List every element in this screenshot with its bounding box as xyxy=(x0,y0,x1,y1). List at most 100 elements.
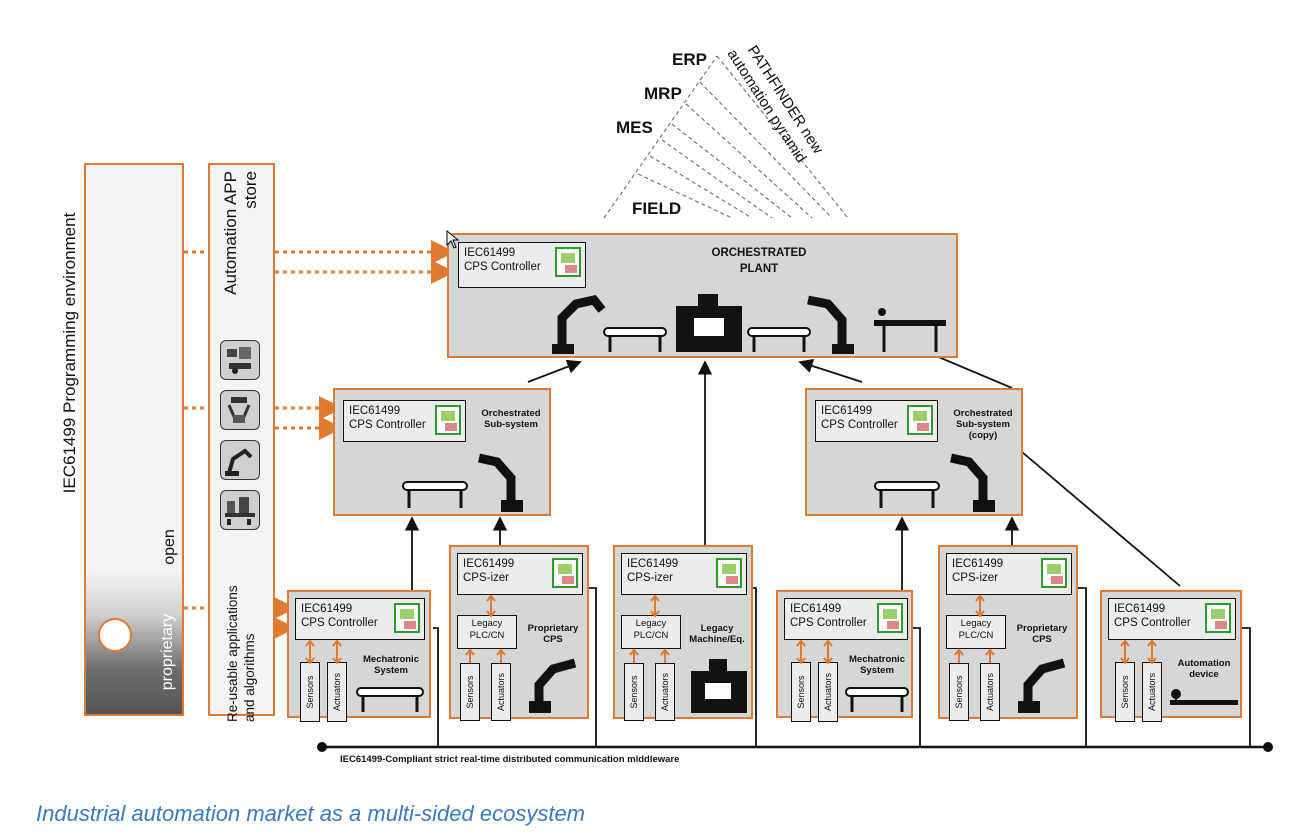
controller-icon xyxy=(552,558,578,588)
controller-icon xyxy=(1041,558,1067,588)
prop2-ctrl-line1: IEC61499 xyxy=(952,558,1004,570)
automation-device-sensors-label: Sensors xyxy=(1120,675,1130,709)
legacy-machine-plc: Legacy PLC/CN xyxy=(621,615,681,649)
automation-device: IEC61499 CPS Controller Sensors Actuator… xyxy=(1100,590,1242,722)
robot-arm-icon xyxy=(529,658,577,713)
legacy-machine-title-line1: Legacy xyxy=(700,623,734,634)
mech2-sensors: Sensors xyxy=(791,662,811,722)
app-tile-4[interactable] xyxy=(220,490,260,530)
legacy-machine-actuators: Actuators xyxy=(655,663,675,721)
legacy-machine-ctrl-line2: CPS-izer xyxy=(627,572,674,584)
hierarchy-arrows xyxy=(322,349,1268,749)
app-tile-2[interactable] xyxy=(220,390,260,430)
prop1-io-arrows xyxy=(465,595,506,663)
prop1-ctrl-line2: CPS-izer xyxy=(463,572,510,584)
subsystem-right-ctrl-line2: CPS Controller xyxy=(821,419,898,431)
linear-axis-icon xyxy=(1170,689,1238,705)
mech2-ctrl-line1: IEC61499 xyxy=(790,603,842,615)
plant-cps-controller[interactable]: IEC61499 CPS Controller xyxy=(458,242,586,288)
mech2-cps-controller[interactable]: IEC61499 CPS Controller xyxy=(784,598,908,640)
subsystem-right-title-line2: Sub-system xyxy=(956,419,1010,430)
legacy-machine: IEC61499 CPS-izer Legacy PLC/CN Sensors … xyxy=(613,545,753,721)
app-store-title: Automation APP store xyxy=(221,171,261,331)
subsystem-left-title-line2: Sub-system xyxy=(484,419,538,430)
prop2-sensors: Sensors xyxy=(949,663,969,721)
mech2-io-arrows xyxy=(796,640,833,664)
mech1-ctrl-line2: CPS Controller xyxy=(301,617,378,629)
mechatronic-system-1: IEC61499 CPS Controller Sensors Actuator… xyxy=(287,590,431,722)
automation-device-actuators: Actuators xyxy=(1142,662,1162,722)
mech1-ctrl-line1: IEC61499 xyxy=(301,603,353,615)
proprietary-cps-1: IEC61499 CPS-izer Legacy PLC/CN Sensors … xyxy=(449,545,589,721)
mech1-title-line2: System xyxy=(374,665,408,676)
prop1-cps-izer[interactable]: IEC61499 CPS-izer xyxy=(457,553,583,595)
erp-label: ERP xyxy=(672,50,707,69)
prop2-legacy-line2: PLC/CN xyxy=(958,630,994,641)
production-line-icon xyxy=(225,497,255,525)
mech2-title: Mechatronic System xyxy=(840,654,914,676)
prop1-title-line1: Proprietary xyxy=(527,623,579,634)
mech1-title: Mechatronic System xyxy=(351,654,431,676)
automation-device-title-line2: device xyxy=(1189,669,1219,680)
automation-device-io-arrows xyxy=(1120,640,1157,664)
orchestrated-plant: IEC61499 CPS Controller ORCHESTRATED PLA… xyxy=(447,233,958,358)
legacy-machine-io-arrows xyxy=(629,595,670,663)
orchestrated-subsystem-right: IEC61499 CPS Controller Orchestrated Sub… xyxy=(805,388,1023,516)
subsystem-left-title: Orchestrated Sub-system xyxy=(471,408,551,430)
mech2-title-line1: Mechatronic xyxy=(849,654,905,665)
prop1-title: Proprietary CPS xyxy=(517,623,589,645)
controller-icon xyxy=(1205,603,1231,633)
mech1-sensors: Sensors xyxy=(300,662,320,722)
prop2-cps-izer[interactable]: IEC61499 CPS-izer xyxy=(946,553,1072,595)
automation-device-cps-controller[interactable]: IEC61499 CPS Controller xyxy=(1108,598,1236,640)
prop2-title: Proprietary CPS xyxy=(1006,623,1078,645)
proprietary-label: proprietary xyxy=(159,613,176,691)
prop1-title-line2: CPS xyxy=(543,634,563,645)
prop2-title-line2: CPS xyxy=(1032,634,1052,645)
programming-environment-title: IEC61499 Programming environment xyxy=(60,212,79,494)
prop2-io-arrows xyxy=(954,595,995,663)
legacy-machine-actuators-label: Actuators xyxy=(660,672,670,712)
subsystem-left-cps-controller[interactable]: IEC61499 CPS Controller xyxy=(343,400,466,442)
automation-pyramid xyxy=(603,55,849,219)
app-tile-3[interactable] xyxy=(220,440,260,480)
automation-device-ctrl-line1: IEC61499 xyxy=(1114,603,1166,615)
app-store-subtitle: Re-usable applications and algorithms xyxy=(224,582,258,722)
app-tile-1[interactable] xyxy=(220,340,260,380)
prop1-ctrl-line1: IEC61499 xyxy=(463,558,515,570)
subsystem-left-equipment xyxy=(402,453,523,512)
subsystem-left-ctrl-line2: CPS Controller xyxy=(349,419,426,431)
legacy-machine-title: Legacy Machine/Eq. xyxy=(681,623,753,645)
prop1-sensors-label: Sensors xyxy=(465,675,475,709)
prop1-sensors: Sensors xyxy=(460,663,480,721)
conveyor-icon xyxy=(356,687,424,712)
app-store-subtitle-line2: and algorithms xyxy=(242,633,257,722)
legacy-machine-cps-izer[interactable]: IEC61499 CPS-izer xyxy=(621,553,747,595)
plant-title-line2: PLANT xyxy=(739,263,779,275)
mech1-actuators-label: Actuators xyxy=(332,672,342,712)
plant-ctrl-line2: CPS Controller xyxy=(464,261,541,273)
mrp-label: MRP xyxy=(644,84,682,103)
robot-cell-icon xyxy=(227,347,251,374)
plant-title-line1: ORCHESTRATED xyxy=(711,247,807,259)
bus-start-dot xyxy=(317,742,327,752)
subsystem-right-cps-controller[interactable]: IEC61499 CPS Controller xyxy=(815,400,938,442)
app-store-title-line2: store xyxy=(241,171,260,209)
robot-arm-icon xyxy=(1018,658,1066,713)
mech1-cps-controller[interactable]: IEC61499 CPS Controller xyxy=(295,598,425,640)
subsystem-left-title-line1: Orchestrated xyxy=(481,408,541,419)
automation-device-title: Automation device xyxy=(1166,658,1242,680)
app-store-panel xyxy=(208,163,275,716)
mech2-actuators-label: Actuators xyxy=(823,672,833,712)
subsystem-right-equipment xyxy=(874,453,995,512)
mech2-actuators: Actuators xyxy=(818,662,838,722)
prop1-legacy-line1: Legacy xyxy=(471,618,503,629)
conveyor-icon xyxy=(845,687,909,712)
bus-end-dot xyxy=(1263,742,1273,752)
automation-device-ctrl-line2: CPS Controller xyxy=(1114,617,1191,629)
mech1-sensors-label: Sensors xyxy=(305,675,315,709)
legacy-machine-ctrl-line1: IEC61499 xyxy=(627,558,679,570)
legacy-machine-sensors: Sensors xyxy=(624,663,644,721)
prop1-legacy-plc: Legacy PLC/CN xyxy=(457,615,517,649)
subsystem-right-title-line3: (copy) xyxy=(968,430,998,441)
